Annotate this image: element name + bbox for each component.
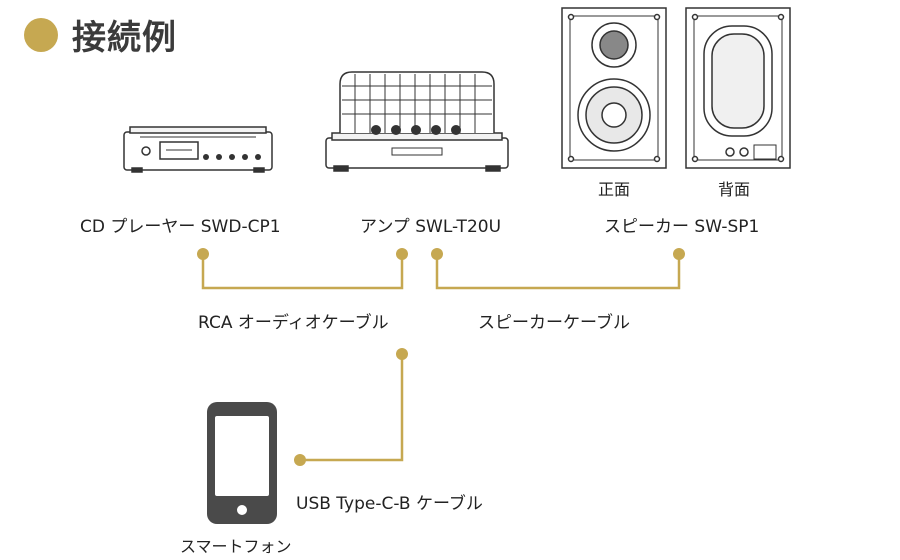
usb-cable-label: USB Type-C-B ケーブル <box>296 494 483 514</box>
speaker-label: スピーカー SW-SP1 <box>604 217 760 237</box>
smartphone-icon <box>207 402 277 524</box>
cd-player-icon <box>123 126 273 173</box>
speaker-back-icon <box>685 7 791 169</box>
rca-cable-label: RCA オーディオケーブル <box>198 313 389 333</box>
speaker-cable-label: スピーカーケーブル <box>478 313 630 333</box>
smartphone-label: スマートフォン <box>180 537 292 556</box>
rca-cable-line <box>201 254 404 290</box>
cd-player-label: CD プレーヤー SWD-CP1 <box>80 217 281 237</box>
speaker-back-label: 背面 <box>718 180 751 199</box>
usb-cable-line <box>300 354 404 462</box>
page-title: 接続例 <box>72 18 177 58</box>
speaker-front-icon <box>561 7 667 169</box>
amplifier-icon <box>325 71 509 172</box>
title-bullet-icon <box>24 18 58 52</box>
speaker-cable-line <box>435 254 681 290</box>
speaker-front-label: 正面 <box>598 180 631 199</box>
connector-dots <box>197 248 685 466</box>
amp-label: アンプ SWL-T20U <box>360 217 502 237</box>
